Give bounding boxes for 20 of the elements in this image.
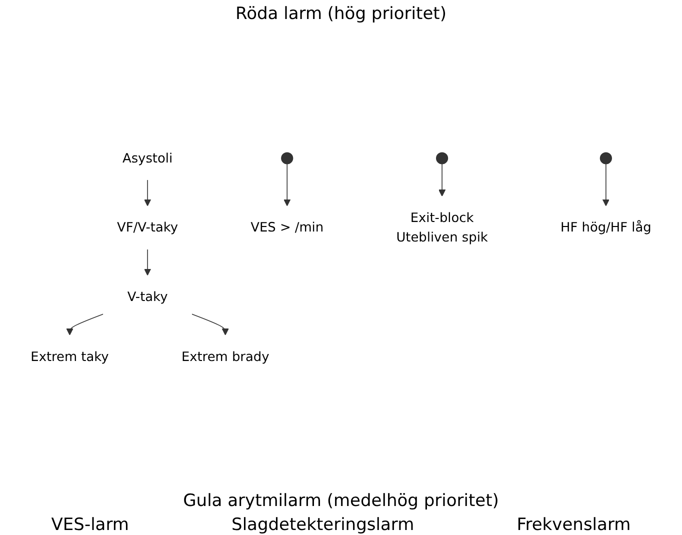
node-text: HF hög/HF låg: [560, 220, 652, 235]
category-heading: Slagdetekteringslarm: [232, 515, 414, 535]
node-text: Asystoli: [122, 150, 173, 166]
arrow: [66, 314, 104, 336]
arrow: [144, 180, 152, 206]
node-text: VF/V-taky: [117, 220, 178, 235]
category-heading: VES-larm: [51, 515, 129, 535]
node-text: Exit-block Utebliven spik: [396, 210, 488, 245]
node-text: Extrem taky: [30, 348, 109, 364]
arrow: [602, 163, 610, 206]
arrow: [284, 163, 291, 206]
arrow: [438, 163, 446, 196]
arrow: [192, 314, 229, 336]
arrow: [144, 249, 152, 276]
node-text: VES > /min: [250, 220, 324, 235]
category-heading: Frekvenslarm: [516, 515, 631, 535]
node-text: V-taky: [127, 288, 168, 304]
section-heading: Gula arytmilarm (medelhög prioritet): [183, 491, 499, 511]
node-text: Extrem brady: [181, 348, 270, 364]
section-heading: Röda larm (hög prioritet): [236, 4, 446, 24]
